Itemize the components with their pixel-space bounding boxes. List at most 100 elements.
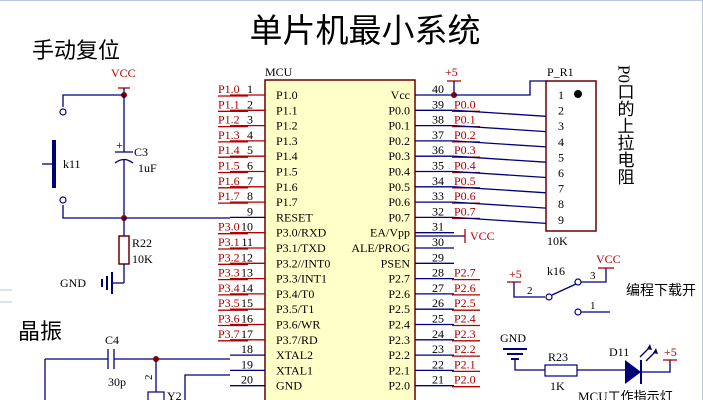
net-label: P2.2 [454,342,476,356]
pin-number: 36 [432,143,444,157]
net-label: P1.3 [218,128,240,142]
pin-number: 24 [432,327,444,341]
k16-pin-3: 3 [590,270,596,282]
pin-name: P2.5 [388,302,410,316]
reset-section-label: 手动复位 [32,38,120,63]
vcc-plus5-label: +5 [445,65,458,79]
pin-number: 3 [247,113,253,127]
pin-number: 10 [241,220,253,234]
p0-to-array-wire [453,109,547,117]
pin-name: P0.1 [388,119,410,133]
net-label: P3.0 [218,220,240,234]
pin-name: P3.3/INT1 [276,272,327,286]
pin-name: P1.1 [276,103,298,117]
net-label: P1.5 [218,159,240,173]
pin-name: P0.2 [388,134,410,148]
pin-number: 21 [432,373,444,387]
p0-to-array-wire [453,155,547,163]
pin-name: P3.1/TXD [276,241,326,255]
pin-number: 20 [241,373,253,387]
pin-number: 12 [241,250,253,264]
pin-number: 19 [241,357,253,371]
pin-number: 2 [247,97,253,111]
net-label: P0.3 [454,143,476,157]
array-pin-number: 6 [558,166,564,180]
pin-name: P1.5 [276,165,298,179]
pin-number: 5 [247,143,253,157]
pin-name: XTAL2 [276,348,313,362]
led-gnd-label: GND [500,331,526,345]
pin-name: P1.6 [276,180,298,194]
led-plus5-label: +5 [664,345,677,359]
pin-name: P2.0 [388,379,410,393]
net-label: P0.5 [454,174,476,188]
pin-name: P1.4 [276,149,298,163]
pin-number: 9 [247,204,253,218]
d11-ref: D11 [609,345,629,359]
pin-number: 32 [432,204,444,218]
ea-vcc-label: VCC [470,229,495,243]
pin-number: 13 [241,266,253,280]
array-pin-number: 1 [558,88,564,102]
pin-name: P2.1 [388,363,410,377]
net-label: P2.6 [454,281,476,295]
pin-number: 35 [432,159,444,173]
led-section-label: MCU工作指示灯 [578,389,673,400]
pin-number: 1 [247,82,253,96]
net-label: P1.4 [218,143,240,157]
pin-number: 39 [432,97,444,111]
pin-number: 25 [432,312,444,326]
p0-to-array-wire [453,140,547,148]
pin-name: P0.5 [388,180,410,194]
crystal-section-label: 晶振 [18,319,62,344]
p0-to-array-wire [453,124,547,133]
array-pin-number: 7 [558,182,564,196]
pin-number: 16 [241,312,253,326]
pin-name: P0.3 [388,149,410,163]
net-label: P3.4 [218,281,240,295]
pin-name: P2.6 [388,287,410,301]
svg-text:+: + [116,138,123,152]
resistor-array [545,80,597,232]
schematic-title: 单片机最小系统 [250,13,481,50]
resistor-array-value: 10K [547,234,568,248]
p0-to-array-wire [453,170,547,179]
net-label: P3.3 [218,266,240,280]
net-label: P3.7 [218,327,240,341]
net-label: P3.1 [218,235,240,249]
xtal-ref: Y2 [167,389,182,400]
pin-name: P0.6 [388,195,410,209]
pin-name: P1.7 [276,195,298,209]
reset-switch-ref: k11 [63,157,81,171]
pin-number: 7 [247,174,253,188]
pin-number: 37 [432,128,444,142]
net-label: P1.6 [218,174,240,188]
reset-vcc-label: VCC [111,66,136,80]
net-label: P0.1 [454,113,476,127]
r22-ref: R22 [132,236,152,250]
pin-number: 8 [247,189,253,203]
pin-name: P0.0 [388,103,410,117]
pin-name: P1.0 [276,88,298,102]
net-label: P0.0 [454,97,476,111]
net-label: P3.2 [218,250,240,264]
pin-name: P3.5/T1 [276,302,314,316]
net-label: P2.0 [454,373,476,387]
r22-value: 10K [132,252,153,266]
k16-ref: k16 [547,264,565,278]
net-label: P0.4 [454,159,476,173]
array-pin-number: 4 [558,135,564,149]
pin-number: 23 [432,342,444,356]
pin-number: 38 [432,113,444,127]
array-pin-number: 3 [558,119,564,133]
pin-number: 17 [241,327,253,341]
pin-name: P3.7/RD [276,333,318,347]
array-pin-number: 5 [558,150,564,164]
c4-ref: C4 [105,333,119,347]
pin-name: P3.4/T0 [276,287,314,301]
pin-number: 28 [432,266,444,280]
net-label: P1.2 [218,113,240,127]
pin-name: P2.3 [388,333,410,347]
